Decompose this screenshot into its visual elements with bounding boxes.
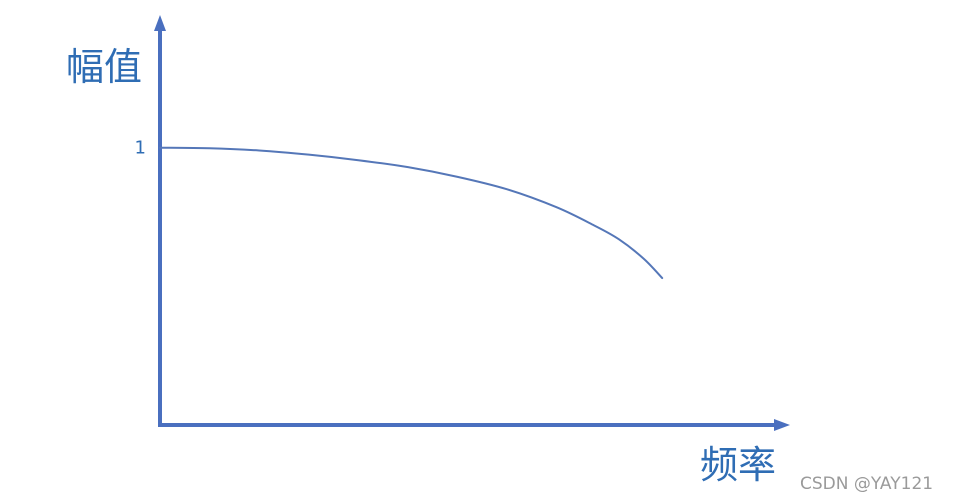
axes — [154, 15, 790, 431]
ticks-layer: 1 — [135, 138, 146, 159]
x-axis-title: 频率 — [700, 443, 776, 487]
series-line-0 — [159, 146, 664, 280]
y-tick-label: 1 — [135, 138, 146, 159]
x-axis-arrow-icon — [774, 419, 790, 431]
series-layer — [159, 146, 664, 280]
y-axis-title: 幅值 — [66, 45, 142, 89]
y-axis-arrow-icon — [154, 15, 166, 31]
watermark-text: CSDN @YAY121 — [800, 474, 933, 494]
